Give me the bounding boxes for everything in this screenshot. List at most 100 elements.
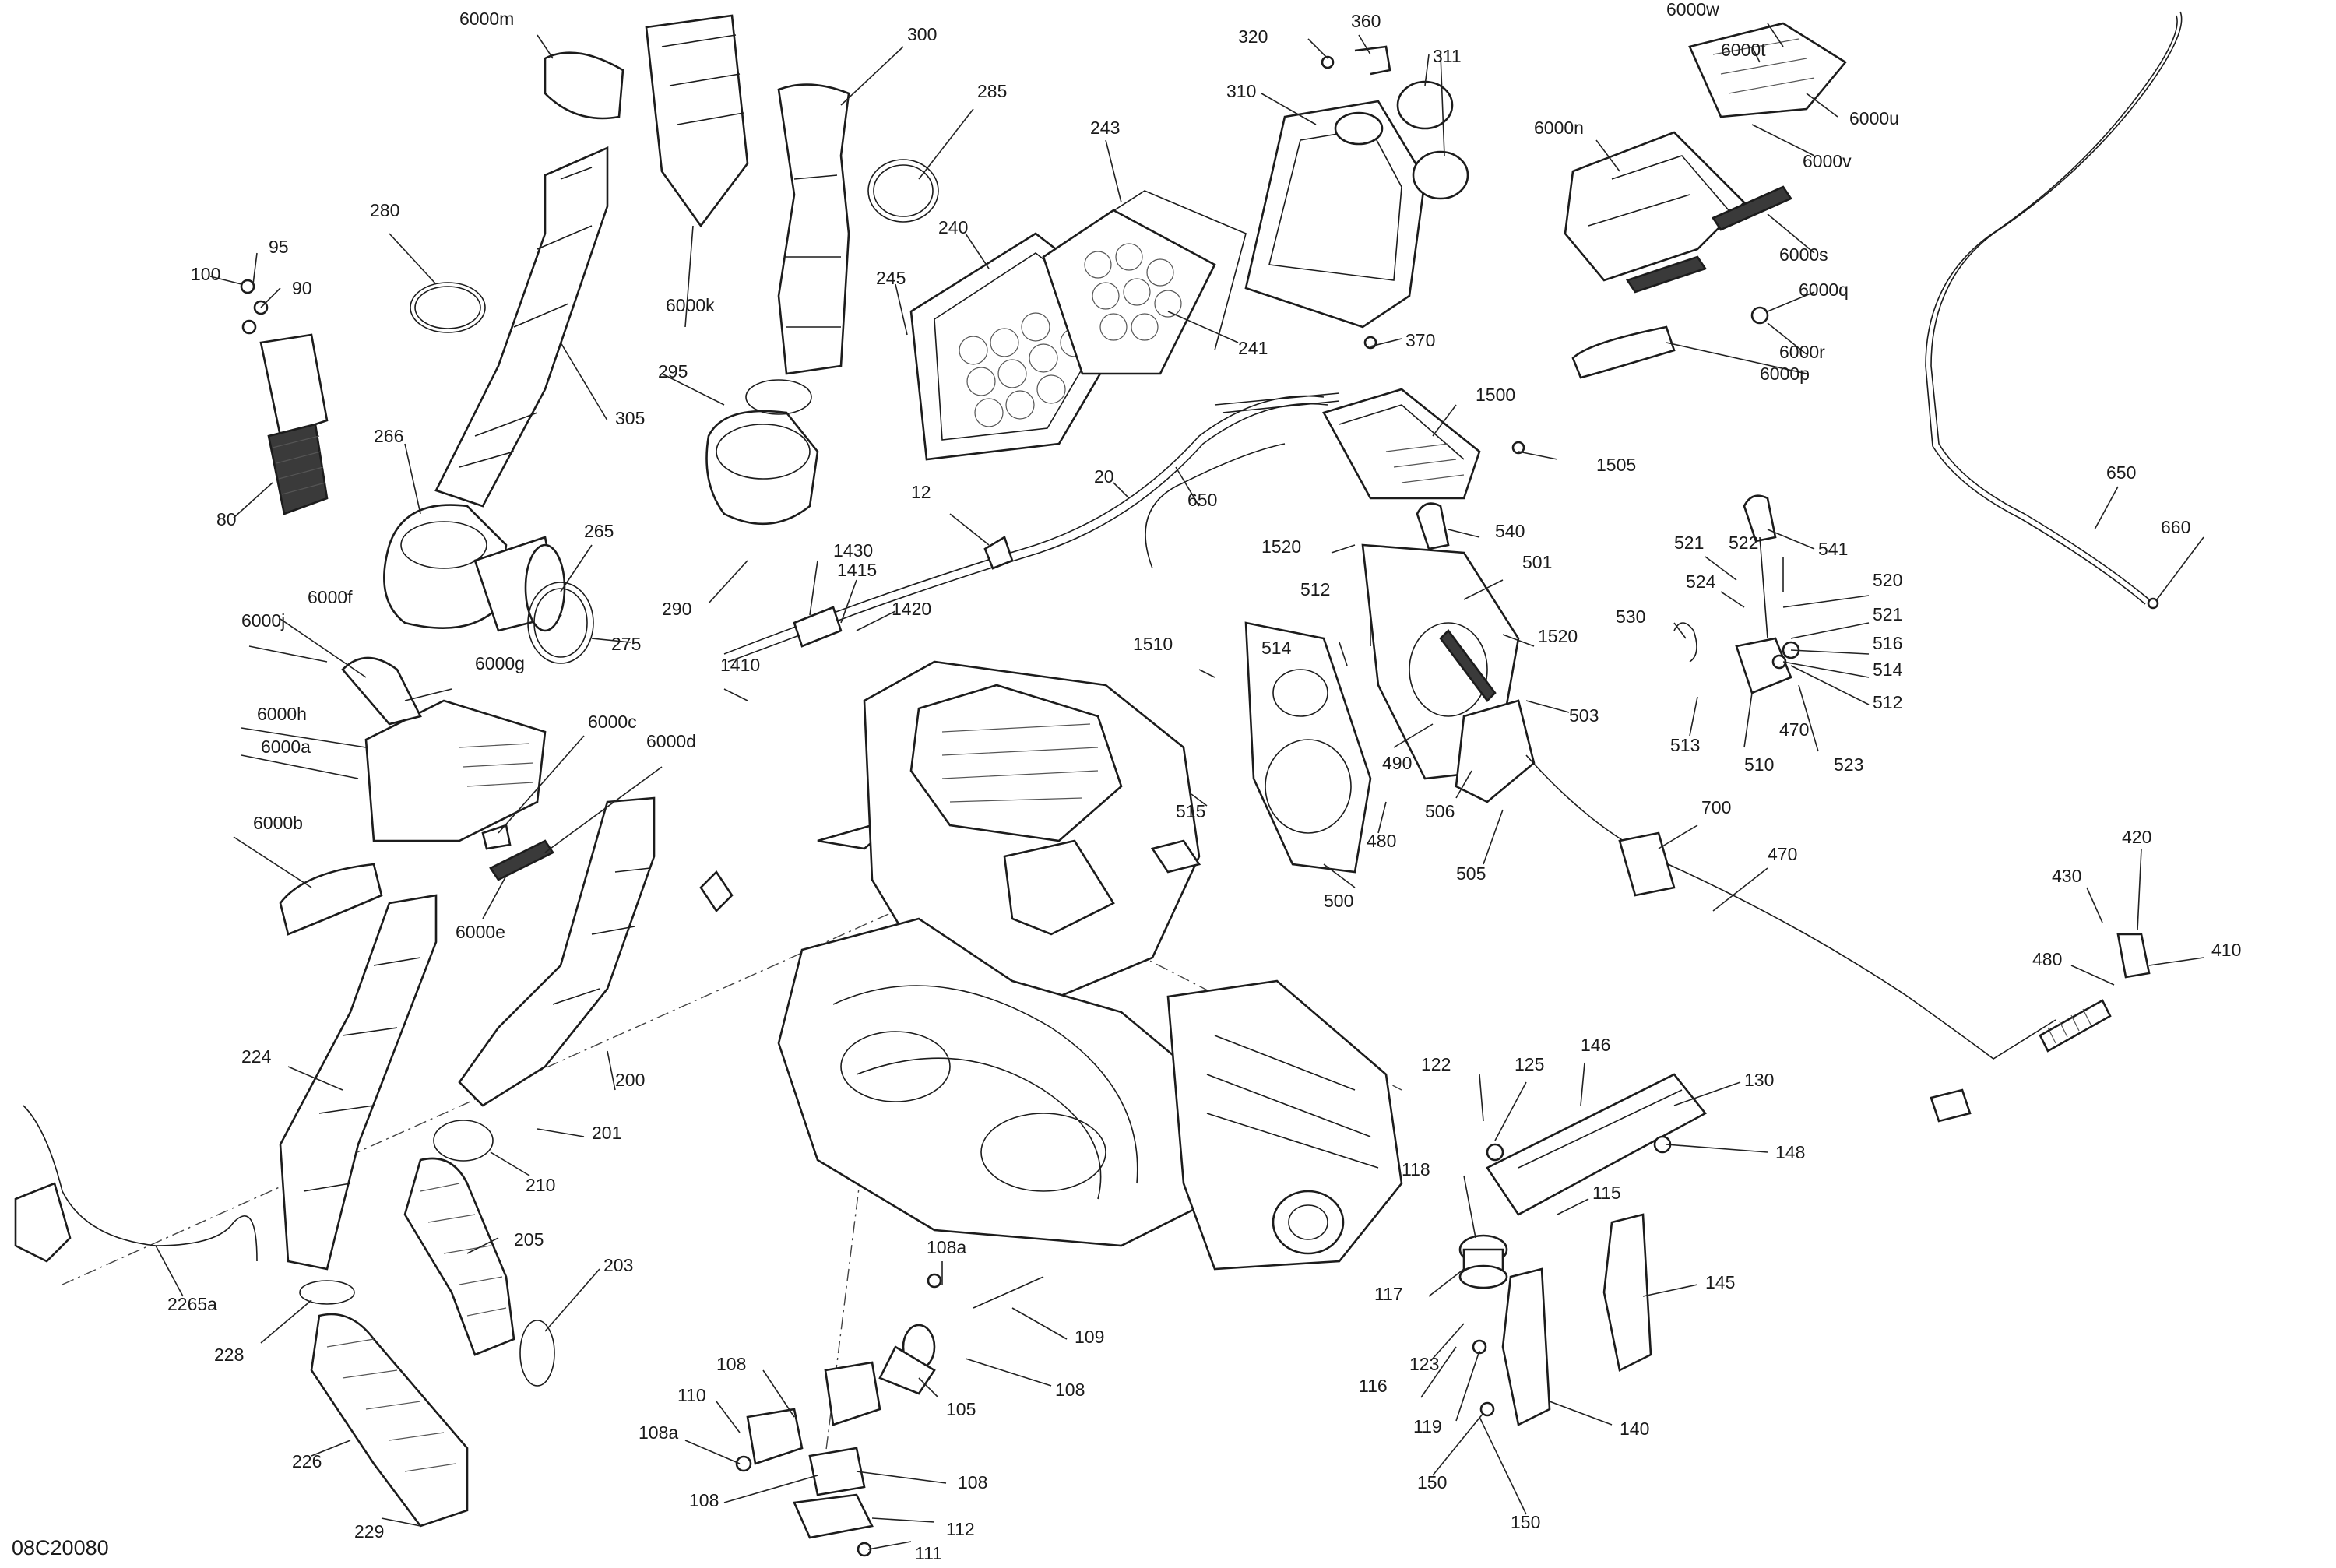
- callout-label: 515: [1176, 801, 1205, 821]
- callout-label: 146: [1581, 1035, 1610, 1055]
- callout-label: 6000v: [1803, 151, 1852, 171]
- callout-label: 125: [1515, 1054, 1544, 1074]
- callout-label: 6000p: [1760, 364, 1810, 384]
- callout-label: 150: [1511, 1512, 1540, 1532]
- callout-label: 115: [1592, 1183, 1621, 1203]
- callout-label: 1500: [1476, 385, 1515, 405]
- strip-6000q: [1625, 255, 1708, 294]
- callout-label: 470: [1768, 844, 1797, 864]
- cable-2265a: [23, 1105, 258, 1262]
- callout-label: 105: [946, 1399, 976, 1419]
- callout-label: 6000t: [1721, 40, 1766, 60]
- callout-label: 311: [1433, 46, 1462, 66]
- clamp-280: [410, 282, 486, 333]
- callout-label: 1420: [892, 599, 931, 619]
- callout-label: 241: [1238, 338, 1268, 358]
- callout-label: 122: [1421, 1054, 1451, 1074]
- callout-label: 521: [1674, 533, 1704, 553]
- callout-labels: 6000m 6000k 300 285 243 320 360 311 310 …: [167, 0, 2241, 1563]
- connector-2265a: [14, 1182, 72, 1263]
- air-box-266: [383, 504, 594, 664]
- boot-205: [403, 1157, 515, 1356]
- callout-label: 420: [2122, 827, 2151, 847]
- callout-label: 226: [292, 1451, 322, 1471]
- callout-label: 6000a: [261, 737, 311, 757]
- boot-290: [705, 379, 819, 526]
- callout-label: 700: [1701, 797, 1731, 817]
- part-drawings: [14, 11, 2183, 1557]
- callout-label: 111: [915, 1543, 942, 1563]
- intake-duct-305: [434, 146, 609, 508]
- clamp-228: [299, 1280, 355, 1305]
- side-cover-6000a: [364, 699, 547, 842]
- callout-label: 501: [1522, 552, 1552, 572]
- callout-label: 305: [615, 408, 645, 428]
- duct-300: [777, 83, 850, 375]
- callout-label: 6000w: [1666, 0, 1719, 19]
- callout-label: 6000d: [646, 731, 696, 751]
- callout-label: 310: [1226, 81, 1256, 101]
- duct-200: [458, 796, 656, 1107]
- callout-label: 1520: [1261, 536, 1301, 557]
- callout-label: 6000f: [308, 587, 353, 607]
- fairing-6000f: [341, 656, 422, 726]
- callout-label: 6000n: [1534, 118, 1584, 138]
- callout-label: 1520: [1538, 626, 1578, 646]
- callout-label: 228: [214, 1345, 244, 1365]
- callout-label: 108: [958, 1472, 987, 1492]
- engine-block: [777, 660, 1403, 1271]
- callout-label: 229: [354, 1521, 384, 1542]
- callout-label: 285: [977, 81, 1007, 101]
- cover-6000b: [279, 863, 383, 936]
- callout-label: 540: [1495, 521, 1525, 541]
- callout-label: 116: [1359, 1376, 1388, 1396]
- callout-label: 6000e: [456, 922, 505, 942]
- clip-12: [983, 536, 1014, 570]
- callout-label: 524: [1686, 571, 1716, 592]
- leader-lines: [155, 23, 2204, 1550]
- callout-label: 510: [1744, 754, 1774, 775]
- callout-label: 266: [374, 426, 403, 446]
- callout-label: 506: [1425, 801, 1455, 821]
- callout-label: 521: [1873, 604, 1902, 624]
- callout-label: 523: [1834, 754, 1863, 775]
- bracket-515-part: [1150, 839, 1201, 874]
- callout-label: 100: [191, 264, 220, 284]
- callout-label: 140: [1620, 1419, 1649, 1439]
- callout-label: 516: [1873, 633, 1902, 653]
- callout-label: 130: [1744, 1070, 1774, 1090]
- callout-label: 6000r: [1779, 342, 1825, 362]
- callout-label: 118: [1402, 1159, 1430, 1180]
- ring-6000m: [544, 51, 624, 120]
- callout-label: 6000b: [253, 813, 303, 833]
- mount-118: [1458, 1234, 1508, 1289]
- clamp-203: [519, 1320, 555, 1387]
- callout-label: 650: [2106, 462, 2136, 483]
- callout-label: 280: [370, 200, 399, 220]
- callout-label: 108a: [927, 1237, 966, 1257]
- cover-6000p: [1571, 325, 1676, 379]
- control-box-1500: [1322, 388, 1481, 500]
- callout-label: 119: [1413, 1416, 1442, 1436]
- crossmember-130: [1486, 1073, 1707, 1216]
- cover-6000w: [1688, 22, 1847, 118]
- callout-label: 6000c: [588, 712, 637, 732]
- callout-label: 370: [1405, 330, 1435, 350]
- callout-label: 660: [2161, 517, 2190, 537]
- callout-label: 90: [292, 278, 312, 298]
- callout-label: 1510: [1133, 634, 1173, 654]
- callout-label: 490: [1382, 753, 1412, 773]
- callout-label: 275: [611, 634, 641, 654]
- callout-label: 513: [1670, 735, 1700, 755]
- callout-label: 112: [946, 1519, 975, 1539]
- callout-label: 1410: [720, 655, 760, 675]
- cap-311-a: [1396, 80, 1454, 130]
- callout-label: 123: [1409, 1354, 1439, 1374]
- callout-label: 205: [514, 1229, 544, 1250]
- plate-1415: [793, 606, 843, 648]
- cap-311-b: [1412, 150, 1469, 200]
- callout-label: 505: [1456, 863, 1486, 884]
- callout-label: 522: [1729, 533, 1758, 553]
- engine-mount-105: [735, 1273, 1044, 1557]
- air-box-310: [1244, 100, 1427, 329]
